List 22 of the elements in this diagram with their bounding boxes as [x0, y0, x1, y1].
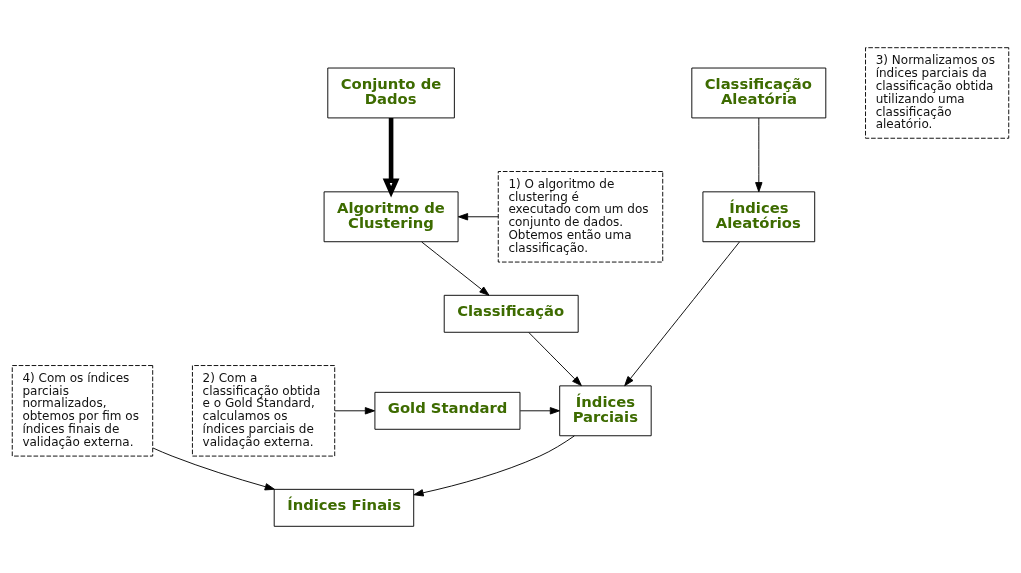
node-box: 4) Com os índices parciais normalizados, obtemos por fim os índices finais de validação externa.: [11, 364, 154, 457]
node-box: 1) O algoritmo de clustering é executado com um dos conjunto de dados. Obtemos então uma classificação.: [497, 170, 664, 262]
arrow: [421, 241, 490, 296]
arrow: [334, 406, 375, 414]
arrow: [519, 406, 560, 414]
node-box: Classificação: [443, 294, 579, 333]
arrow: [528, 331, 582, 386]
node-box: 2) Com a classificação obtida e o Gold Standard, calculamos os índices parciais de validação externa.: [191, 364, 336, 457]
node-box: 3) Normalizamos os índices parciais da classificação obtida utilizando uma classificação aleatório.: [865, 46, 1010, 139]
arrow: [413, 434, 575, 496]
node-box: Índices Parciais: [559, 384, 652, 436]
node-box: Índices Finais: [273, 488, 415, 527]
node-box: Gold Standard: [374, 391, 521, 430]
arrow: [755, 117, 763, 192]
arrow: [382, 117, 400, 198]
node-box: Índices Aleatórios: [702, 190, 816, 242]
arrow: [457, 212, 499, 220]
arrow: [624, 241, 740, 386]
node-box: Algoritmo de Clustering: [323, 190, 459, 242]
node-box: Conjunto de Dados: [327, 67, 455, 118]
arrow: [152, 447, 275, 490]
node-box: Classificação Aleatória: [691, 67, 827, 118]
